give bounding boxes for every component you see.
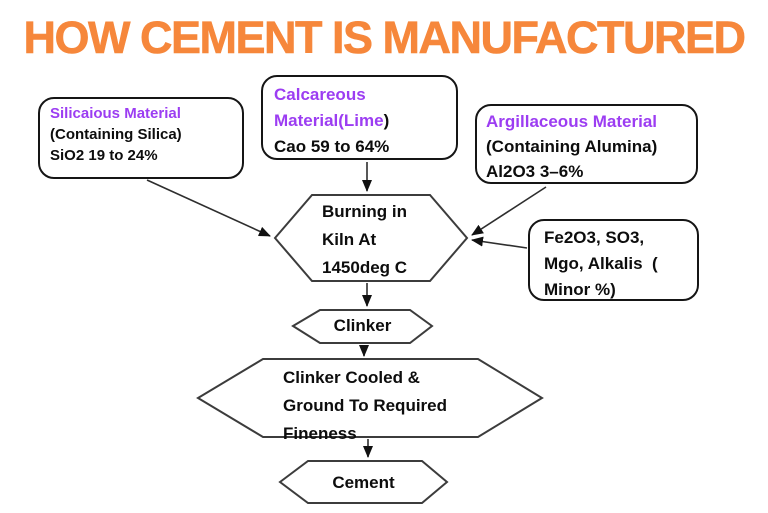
grinding-label: Clinker Cooled & Ground To Required Fine… [283,368,448,443]
calcareous-box-heading: Calcareous Material(Lime [274,85,384,130]
calcareous-material-box: Calcareous Material(Lime) Cao 59 to 64% [261,75,458,160]
siliceous-box-heading: Silicaious Material [50,105,181,122]
calcareous-box-body: Cao 59 to 64% [274,137,390,156]
clinker-label: Clinker [333,316,392,335]
clinker-hexagon [291,309,434,344]
page-title: HOW CEMENT IS MANUFACTURED [23,12,746,64]
arrow-siliceous-to-kiln [146,179,271,237]
burning-kiln-hexagon [273,194,469,282]
cement-hexagon [278,460,449,504]
arrow-argillaceous-to-kiln [471,186,547,236]
minor-oxides-box: Fe2O3, SO3, Mgo, Alkalis ( Minor %) [528,219,699,301]
siliceous-material-box: Silicaious Material (Containing Silica) … [38,97,244,179]
argillaceous-box-heading: Argillaceous Material [486,112,658,131]
cement-label: Cement [332,473,395,492]
calcareous-box-heading-suffix: ) [383,111,390,130]
argillaceous-material-box: Argillaceous Material (Containing Alumin… [475,104,698,184]
grinding-hexagon [196,358,544,438]
minor-oxides-box-body: Fe2O3, SO3, Mgo, Alkalis ( Minor %) [544,228,658,299]
burning-kiln-label: Burning in Kiln At 1450deg C [322,202,408,277]
argillaceous-box-body: (Containing Alumina) Al2O3 3–6% [486,137,658,181]
siliceous-box-body: (Containing Silica) SiO2 19 to 24% [50,126,182,164]
arrow-minor-oxides-to-kiln [471,236,528,249]
